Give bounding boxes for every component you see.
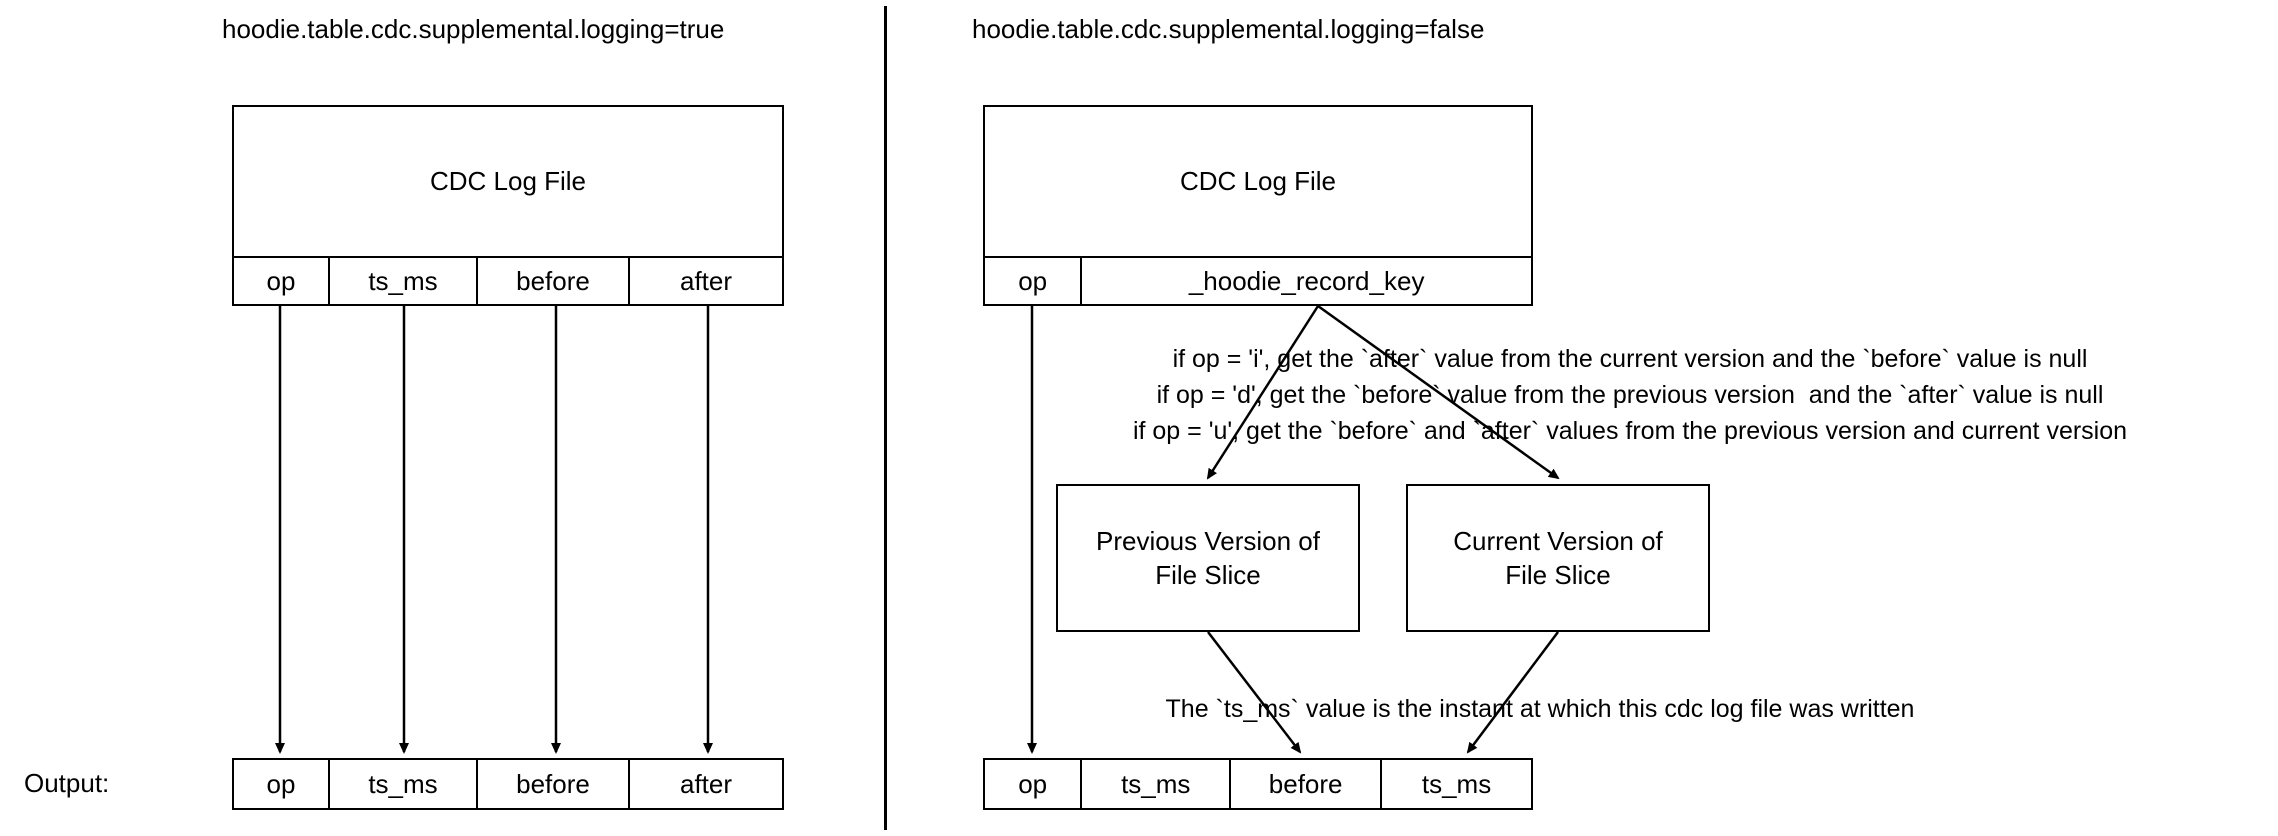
arrow-previous-to-before: [1207, 631, 1302, 754]
right-cdc-column-row: op _hoodie_record_key: [983, 256, 1533, 306]
previous-version-file-slice-text: Previous Version of File Slice: [1096, 524, 1320, 592]
current-version-line-2: File Slice: [1505, 560, 1611, 590]
previous-version-line-2: File Slice: [1155, 560, 1261, 590]
rule-insert-text: if op = 'i', get the `after` value from …: [1172, 345, 2088, 373]
left-output-cell-after: after: [630, 760, 782, 808]
right-output-cell-before: before: [1231, 760, 1383, 808]
current-version-file-slice-box: Current Version of File Slice: [1406, 484, 1710, 632]
right-cdc-log-file-label: CDC Log File: [1179, 166, 1337, 196]
current-version-line-1: Current Version of: [1453, 526, 1663, 556]
previous-version-file-slice-box: Previous Version of File Slice: [1056, 484, 1360, 632]
left-output-cell-ts-ms: ts_ms: [330, 760, 478, 808]
ts-ms-note-text: The `ts_ms` value is the instant at whic…: [1165, 695, 1915, 723]
panel-title-right: hoodie.table.cdc.supplemental.logging=fa…: [972, 14, 1485, 44]
left-output-row: op ts_ms before after: [232, 758, 784, 810]
left-output-cell-op: op: [234, 760, 330, 808]
rule-update-text: if op = 'u', get the `before` and `after…: [1132, 417, 2128, 445]
left-cdc-column-row: op ts_ms before after: [232, 256, 784, 306]
right-output-row: op ts_ms before ts_ms: [983, 758, 1533, 810]
left-cdc-column-ts-ms: ts_ms: [330, 258, 478, 304]
output-label-left: Output:: [24, 768, 110, 798]
panel-divider: [884, 6, 887, 830]
current-version-file-slice-text: Current Version of File Slice: [1453, 524, 1663, 592]
left-cdc-column-op: op: [234, 258, 330, 304]
left-cdc-column-before: before: [478, 258, 630, 304]
right-cdc-column-op: op: [985, 258, 1083, 304]
right-cdc-log-file-box: CDC Log File: [983, 105, 1533, 258]
version-to-output-arrows: [1207, 631, 1559, 754]
left-column-arrows: [275, 306, 713, 754]
left-cdc-column-after: after: [630, 258, 782, 304]
right-cdc-column-hoodie-record-key: _hoodie_record_key: [1082, 258, 1531, 304]
panel-title-left: hoodie.table.cdc.supplemental.logging=tr…: [222, 14, 725, 44]
right-output-cell-ts-ms: ts_ms: [1082, 760, 1232, 808]
arrow-current-to-ts-ms: [1466, 631, 1559, 754]
right-output-cell-op: op: [985, 760, 1083, 808]
left-cdc-log-file-label: CDC Log File: [429, 166, 587, 196]
left-cdc-log-file-box: CDC Log File: [232, 105, 784, 258]
previous-version-line-1: Previous Version of: [1095, 526, 1320, 556]
right-output-cell-ts-ms-2: ts_ms: [1382, 760, 1531, 808]
left-output-cell-before: before: [478, 760, 630, 808]
rule-delete-text: if op = 'd', get the `before` value from…: [1156, 381, 2104, 409]
